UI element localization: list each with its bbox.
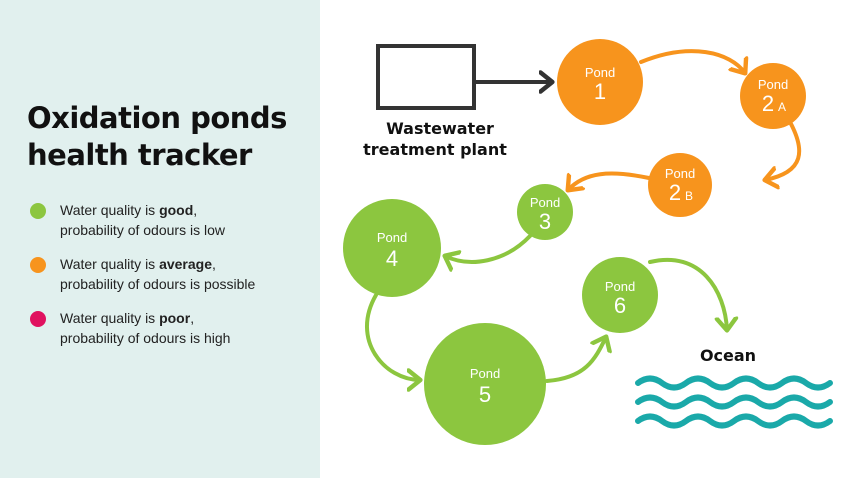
pond-1-word: Pond — [585, 65, 615, 80]
pond4-to-pond5-arrow — [364, 293, 420, 380]
pond2a-to-pond2b-arrow — [765, 120, 802, 180]
legend-item-good: Water quality is good, probability of od… — [27, 200, 317, 254]
legend-panel: Oxidation ponds health tracker Water qua… — [0, 0, 320, 478]
pond-3-number: 3 — [539, 209, 551, 234]
pond3-to-pond4-arrow — [445, 234, 532, 262]
pond-2b-number: 2 — [669, 180, 681, 205]
good-status-dot-icon — [30, 203, 46, 219]
title-line-1: Oxidation ponds — [27, 101, 287, 135]
treatment-plant-box — [376, 44, 476, 110]
pond-1: Pond 1 — [557, 39, 643, 125]
legend-poor-line2: probability of odours is high — [60, 330, 231, 346]
pond-4: Pond 4 — [343, 199, 441, 297]
pond2b-to-pond3-arrow — [568, 171, 651, 190]
pond-4-number: 4 — [386, 246, 398, 271]
page-title: Oxidation ponds health tracker — [27, 100, 317, 174]
plant-label-line-1: Wastewater — [386, 119, 494, 138]
legend-good-prefix: Water quality is — [60, 202, 160, 218]
legend-good-line2: probability of odours is low — [60, 222, 225, 238]
legend-average-suffix: , — [212, 256, 216, 272]
legend-item-poor: Water quality is poor, probability of od… — [27, 308, 317, 362]
legend-poor-prefix: Water quality is — [60, 310, 160, 326]
pond-6: Pond 6 — [582, 257, 658, 333]
plant-label-line-2: treatment plant — [363, 140, 507, 159]
pond-2b-word: Pond — [665, 166, 695, 181]
ocean-waves-icon — [635, 375, 833, 429]
average-status-dot-icon — [30, 257, 46, 273]
pond-1-number: 1 — [594, 79, 606, 104]
legend: Water quality is good, probability of od… — [27, 200, 317, 362]
pond-3: Pond 3 — [517, 184, 573, 240]
legend-average-level: average — [159, 256, 213, 272]
pond-6-number: 6 — [614, 293, 626, 318]
pond1-to-pond2a-arrow — [639, 49, 745, 73]
pond-2a-word: Pond — [758, 77, 788, 92]
legend-good-level: good — [159, 202, 194, 218]
pond-2a-number: 2 — [762, 91, 774, 116]
pond-2a: Pond 2 A — [740, 63, 806, 129]
pond-2a-subscript: A — [778, 100, 786, 114]
ocean-label: Ocean — [700, 346, 756, 365]
legend-average-line2: probability of odours is possible — [60, 276, 256, 292]
legend-good-suffix: , — [193, 202, 198, 218]
legend-average-prefix: Water quality is — [60, 256, 160, 272]
title-line-2: health tracker — [27, 138, 252, 172]
pond-4-word: Pond — [377, 230, 407, 245]
pond5-to-pond6-arrow — [545, 337, 606, 383]
pond-2b: Pond 2 B — [648, 153, 712, 217]
poor-status-dot-icon — [30, 311, 46, 327]
legend-poor-level: poor — [159, 310, 191, 326]
pond-5-word: Pond — [470, 366, 500, 381]
pond-2b-subscript: B — [685, 189, 693, 203]
legend-poor-suffix: , — [190, 310, 195, 326]
pond-5: Pond 5 — [424, 323, 546, 445]
pond-5-number: 5 — [479, 382, 491, 407]
pond-6-word: Pond — [605, 279, 635, 294]
pond6-to-ocean-arrow — [648, 258, 727, 330]
pond-3-word: Pond — [530, 195, 560, 210]
legend-item-average: Water quality is average, probability of… — [27, 254, 317, 308]
